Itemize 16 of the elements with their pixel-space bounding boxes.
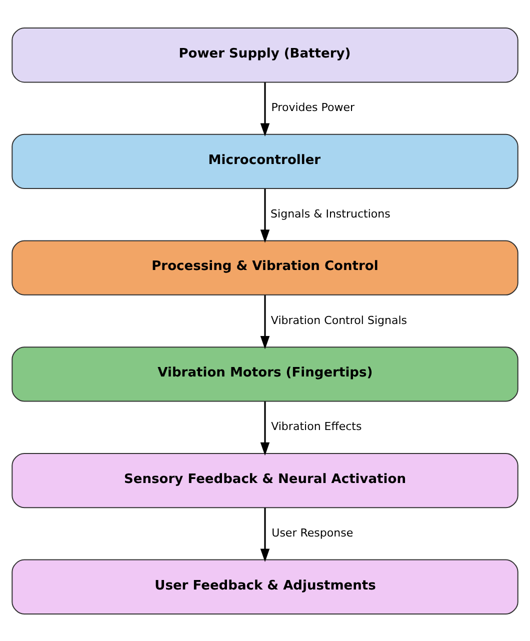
edge-label: Provides Power (271, 100, 355, 114)
arrow (260, 82, 270, 136)
arrow (260, 401, 270, 456)
node-box: User Feedback & Adjustments (12, 558, 518, 614)
node-box: Sensory Feedback & Neural Activation (12, 452, 518, 508)
edge-label: User Response (272, 526, 354, 540)
arrow (260, 294, 270, 349)
node-box: Processing & Vibration Control (12, 240, 518, 295)
node-box: Power Supply (Battery) (12, 27, 518, 82)
edge-label: Signals & Instructions (270, 206, 390, 220)
arrow (260, 188, 270, 242)
node-box: Vibration Motors (Fingertips) (12, 346, 518, 402)
node-box: Microcontroller (12, 133, 518, 189)
edge-label: Vibration Control Signals (270, 313, 408, 326)
edge-label: Vibration Effects (271, 420, 362, 433)
arrow (260, 507, 270, 562)
